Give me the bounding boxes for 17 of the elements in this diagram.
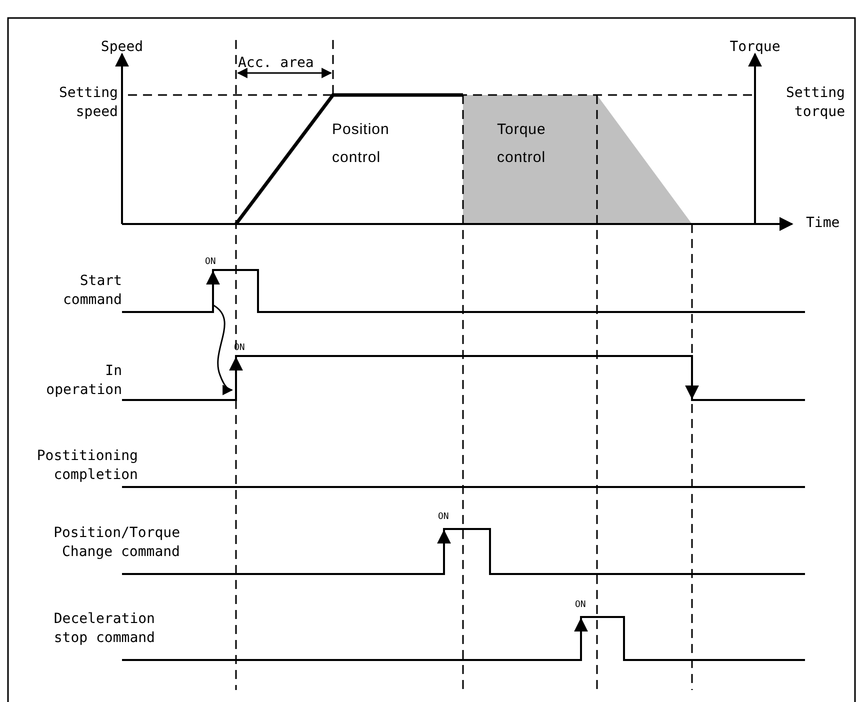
signal-label: Deceleration stop command [52, 610, 155, 648]
signal-label: Postitioning completion [36, 447, 138, 485]
axis-value-label: Setting torque [784, 84, 845, 122]
state-label: ON [205, 257, 217, 268]
state-label: ON [575, 600, 587, 611]
axis-label: Speed [100, 38, 144, 57]
axis-label: Torque [728, 38, 782, 57]
region-label: Position control [332, 120, 390, 168]
signal-label: Position/Torque Change command [52, 524, 180, 562]
state-label: ON [234, 343, 246, 354]
state-label: ON [438, 512, 450, 523]
signal-label: Start command [62, 272, 122, 310]
dimension-label: Acc. area [238, 54, 315, 73]
axis-value-label: Setting speed [58, 84, 118, 122]
region-label: Torque control [497, 120, 547, 168]
signal-label: In operation [45, 362, 122, 400]
axis-label: Time [806, 214, 841, 233]
